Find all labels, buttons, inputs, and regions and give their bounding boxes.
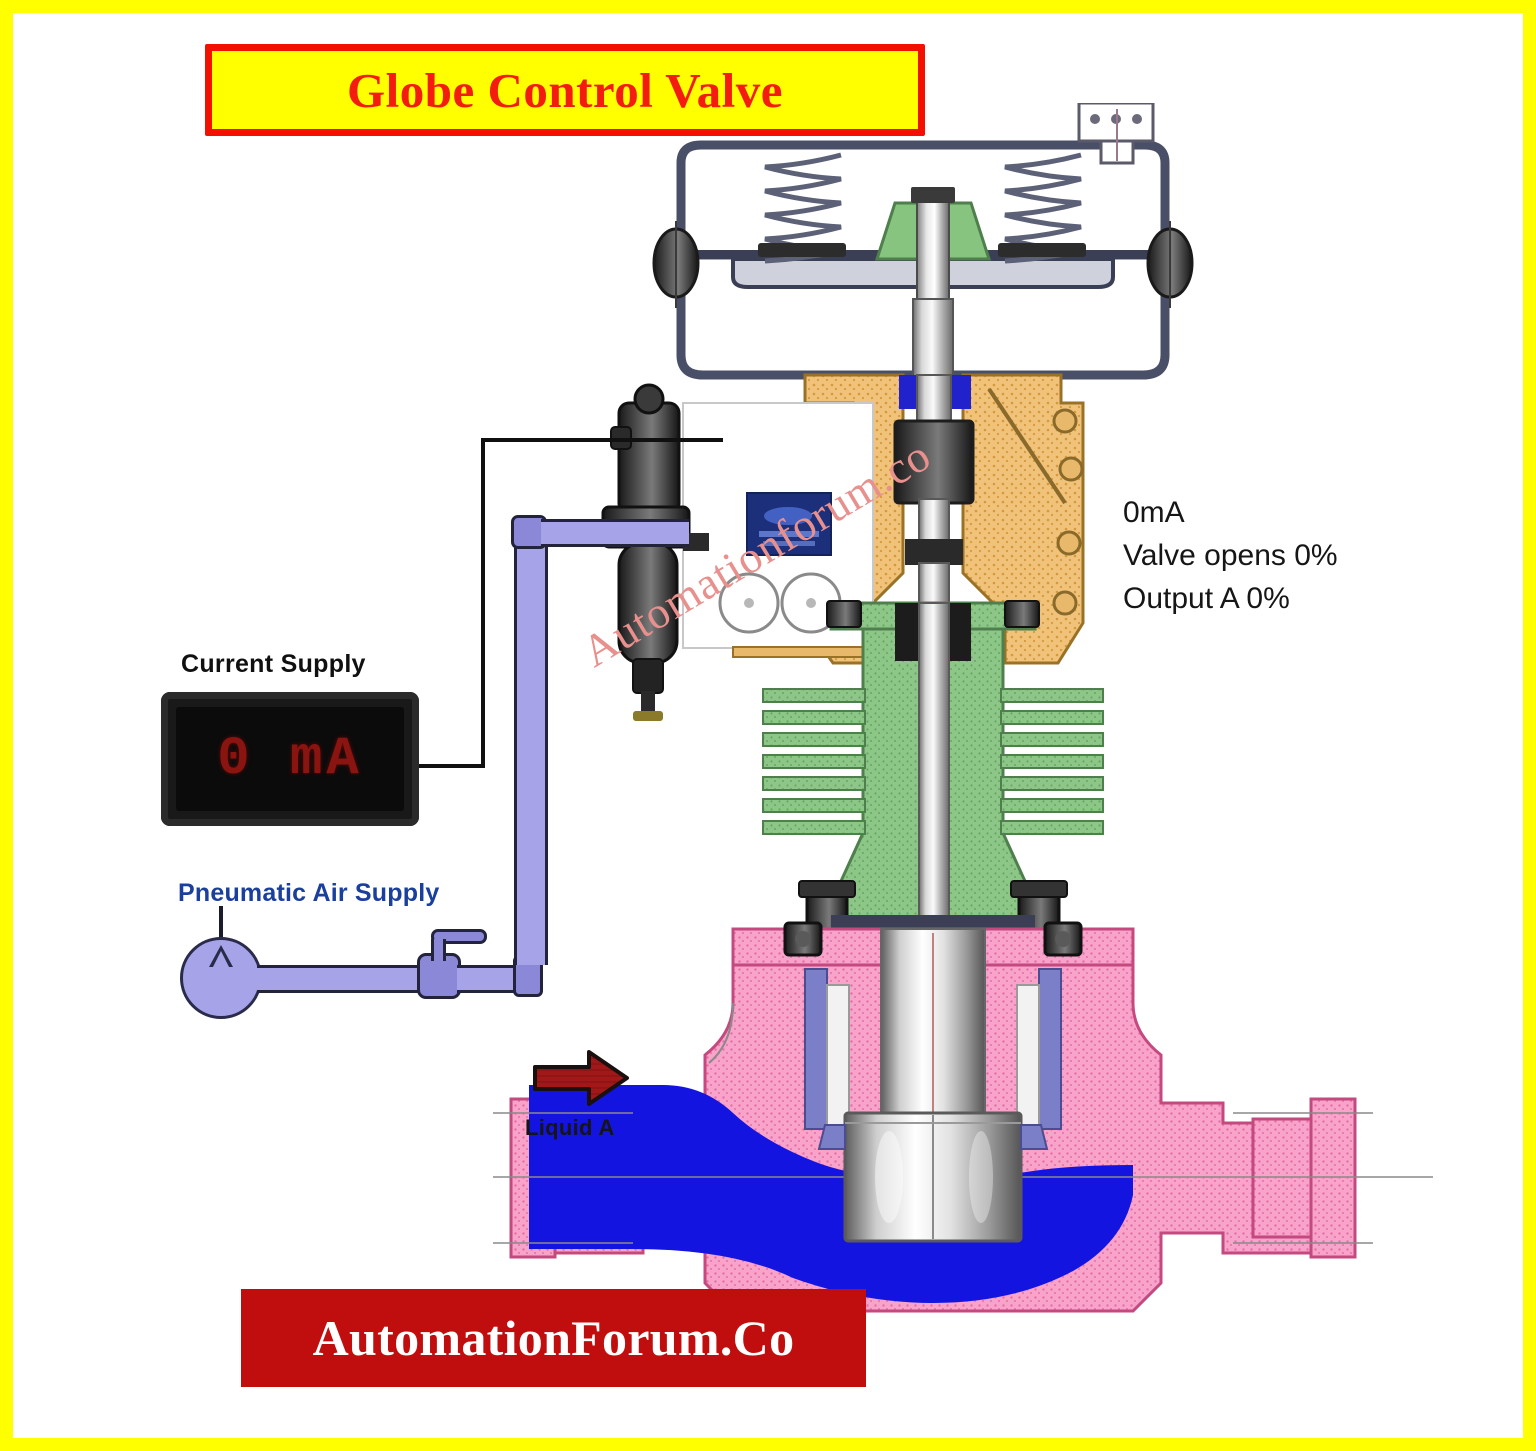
cage-guide-left xyxy=(804,968,828,1130)
actuator-side-bolt-right xyxy=(1146,221,1194,308)
valve-body xyxy=(493,921,1433,1313)
signal-wire-v xyxy=(481,438,485,768)
footer-banner: AutomationForum.Co xyxy=(241,1289,866,1387)
spring-seat-left xyxy=(758,243,846,257)
body-bonnet-bolt-left xyxy=(783,921,823,957)
air-tube-to-regulator xyxy=(541,519,689,547)
annotation-current: 0mA xyxy=(1123,496,1185,529)
current-supply-display: 0 mA xyxy=(161,692,419,826)
signal-wire-h-bottom xyxy=(419,764,485,768)
spring-diaphragm-actuator xyxy=(652,103,1194,382)
annotation-valve-opening: Valve opens 0% xyxy=(1123,539,1338,572)
air-tube-riser xyxy=(514,525,548,965)
bonnet-stud-left xyxy=(826,600,862,628)
spring-seat-right xyxy=(998,243,1086,257)
bonnet-stud-right xyxy=(1004,600,1040,628)
cage-guide-right xyxy=(1038,968,1062,1130)
title-banner: Globe Control Valve xyxy=(205,44,925,136)
air-tube-h1 xyxy=(257,965,422,993)
valve-plug xyxy=(843,1111,1023,1243)
current-supply-screen: 0 mA xyxy=(176,707,404,811)
extension-bonnet xyxy=(762,600,1104,951)
current-supply-value: 0 mA xyxy=(217,728,363,790)
signal-wire-h-top xyxy=(481,438,723,442)
page-title: Globe Control Valve xyxy=(346,62,784,118)
globe-control-valve-assembly xyxy=(493,103,1433,1313)
air-supply-marker-inner xyxy=(213,951,229,967)
site-brand: AutomationForum.Co xyxy=(312,1310,795,1366)
regulator-bowl xyxy=(617,541,679,665)
valve-status-annotation: 0mA Valve opens 0% Output A 0% xyxy=(1123,491,1423,620)
air-filter-regulator xyxy=(601,383,709,721)
bonnet-stem xyxy=(918,602,950,924)
actuator-vent-fitting xyxy=(1077,103,1155,165)
body-bonnet-bolt-right xyxy=(1043,921,1083,957)
air-ball-valve-handle-stem xyxy=(431,939,446,961)
bonnet-cooling-fins-right xyxy=(1000,688,1104,835)
bonnet-cooling-fins-left xyxy=(762,688,866,835)
stem-connector xyxy=(893,419,975,505)
outlet-flange xyxy=(1251,1097,1357,1259)
pneumatic-air-supply-label: Pneumatic Air Supply xyxy=(178,879,440,907)
liquid-a-flow-arrow xyxy=(533,1050,629,1106)
current-supply-label: Current Supply xyxy=(181,650,366,678)
liquid-a-label: Liquid A xyxy=(525,1115,615,1140)
annotation-output-a: Output A 0% xyxy=(1123,582,1290,615)
air-supply-pointer-line xyxy=(219,906,223,948)
valve-yoke xyxy=(803,373,1085,665)
actuator-side-bolt-left xyxy=(652,221,700,308)
